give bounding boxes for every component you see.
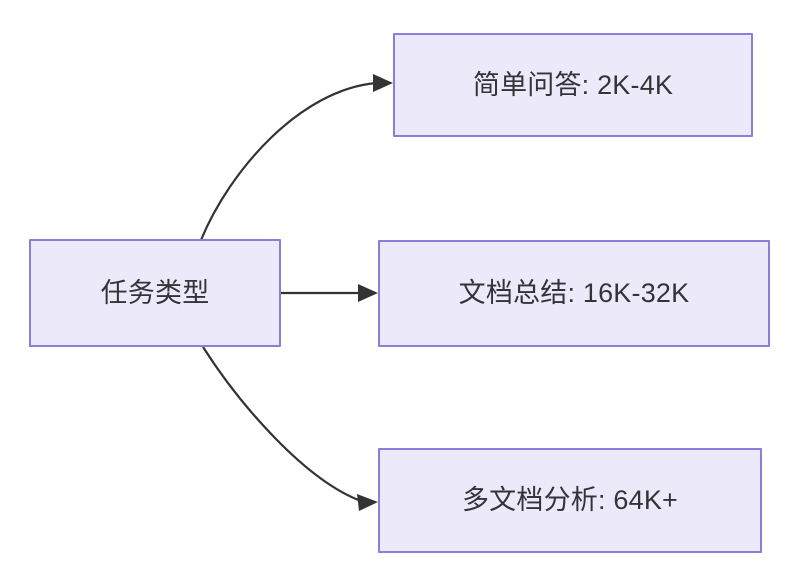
node-doc-summary-label: 文档总结: 16K-32K: [458, 278, 690, 309]
node-simple-qa-label: 简单问答: 2K-4K: [472, 69, 674, 100]
edge-root-to-doc-summary-arrowhead: [358, 284, 378, 302]
edge-root-to-simple-qa-arrowhead: [373, 74, 393, 92]
edge-root-to-multidoc-line: [202, 346, 362, 503]
node-multi-doc-analysis[interactable]: 多文档分析: 64K+: [378, 448, 762, 553]
edge-root-to-multidoc-arrowhead: [357, 494, 378, 511]
node-multi-doc-analysis-label: 多文档分析: 64K+: [461, 485, 678, 516]
edge-root-to-simple-qa: [199, 74, 393, 241]
node-simple-qa[interactable]: 简单问答: 2K-4K: [393, 33, 753, 137]
node-task-type-label: 任务类型: [100, 277, 210, 308]
node-doc-summary[interactable]: 文档总结: 16K-32K: [378, 240, 770, 347]
node-task-type[interactable]: 任务类型: [29, 239, 281, 347]
edge-root-to-doc-summary: [281, 284, 378, 302]
edge-root-to-simple-qa-line: [199, 81, 377, 241]
edge-root-to-multidoc: [202, 346, 378, 511]
